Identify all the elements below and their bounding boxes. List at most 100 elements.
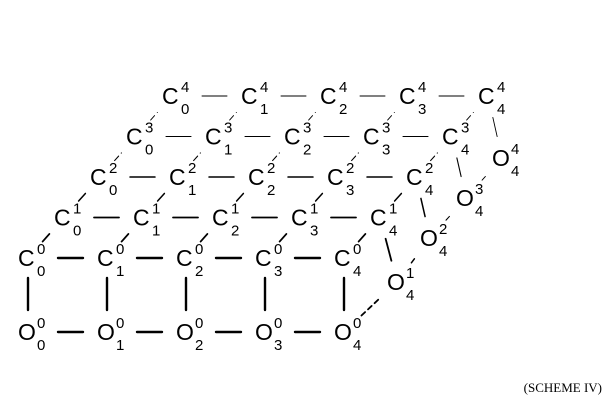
svg-text:4: 4	[339, 79, 347, 96]
svg-text:4: 4	[353, 337, 361, 354]
svg-text:2: 2	[303, 142, 311, 159]
bond-line	[308, 111, 316, 121]
svg-text:O: O	[255, 319, 273, 345]
bond-line	[199, 233, 209, 243]
svg-text:4: 4	[497, 101, 505, 118]
svg-text:4: 4	[425, 182, 433, 199]
svg-text:2: 2	[109, 160, 117, 177]
svg-text:C: C	[255, 245, 272, 271]
bond-line	[445, 215, 451, 221]
svg-text:C: C	[205, 124, 222, 150]
bond-line	[410, 256, 417, 264]
svg-text:0: 0	[116, 315, 124, 332]
svg-text:0: 0	[195, 241, 203, 258]
svg-text:C: C	[54, 205, 71, 231]
svg-text:1: 1	[73, 201, 81, 218]
svg-text:0: 0	[353, 241, 361, 258]
svg-text:1: 1	[116, 263, 124, 280]
svg-text:4: 4	[260, 79, 268, 96]
svg-text:4: 4	[511, 163, 519, 180]
svg-text:C: C	[162, 83, 179, 109]
svg-text:2: 2	[339, 101, 347, 118]
svg-text:C: C	[90, 164, 107, 190]
svg-text:2: 2	[267, 160, 275, 177]
svg-text:3: 3	[382, 120, 390, 137]
svg-text:3: 3	[274, 337, 282, 354]
svg-text:C: C	[406, 164, 423, 190]
svg-text:C: C	[169, 164, 186, 190]
bond-line	[77, 192, 87, 202]
svg-text:3: 3	[475, 181, 483, 198]
svg-text:2: 2	[346, 160, 354, 177]
svg-text:3: 3	[418, 101, 426, 118]
bond-line	[351, 152, 359, 162]
bond-line	[481, 175, 487, 181]
svg-text:0: 0	[37, 337, 45, 354]
svg-text:O: O	[492, 145, 510, 171]
svg-text:4: 4	[181, 79, 189, 96]
svg-text:C: C	[370, 205, 387, 231]
svg-text:2: 2	[439, 221, 447, 238]
svg-text:4: 4	[475, 203, 483, 220]
svg-text:1: 1	[231, 201, 239, 218]
svg-text:3: 3	[382, 142, 390, 159]
svg-text:1: 1	[116, 337, 124, 354]
svg-text:1: 1	[152, 201, 160, 218]
scheme-caption: (SCHEME IV)	[523, 380, 602, 395]
svg-text:0: 0	[181, 101, 189, 118]
svg-text:0: 0	[145, 142, 153, 159]
bond-line	[235, 192, 245, 202]
bond-line	[278, 233, 288, 243]
svg-text:3: 3	[303, 120, 311, 137]
svg-text:3: 3	[461, 120, 469, 137]
svg-text:2: 2	[267, 182, 275, 199]
bond-line	[150, 111, 158, 121]
svg-text:3: 3	[145, 120, 153, 137]
svg-text:2: 2	[195, 337, 203, 354]
svg-text:C: C	[248, 164, 265, 190]
svg-text:C: C	[284, 124, 301, 150]
bond-line	[120, 233, 130, 243]
svg-text:4: 4	[461, 142, 469, 159]
svg-text:C: C	[18, 245, 35, 271]
svg-text:0: 0	[37, 241, 45, 258]
svg-text:0: 0	[274, 315, 282, 332]
svg-text:0: 0	[353, 315, 361, 332]
svg-text:C: C	[327, 164, 344, 190]
svg-text:1: 1	[188, 182, 196, 199]
svg-text:C: C	[399, 83, 416, 109]
bond-line	[272, 152, 280, 162]
bond-line	[430, 152, 438, 162]
svg-text:2: 2	[188, 160, 196, 177]
svg-text:1: 1	[260, 101, 268, 118]
bond-line	[466, 111, 474, 121]
svg-text:3: 3	[310, 223, 318, 240]
svg-text:C: C	[241, 83, 258, 109]
svg-text:4: 4	[389, 223, 397, 240]
svg-text:0: 0	[37, 315, 45, 332]
